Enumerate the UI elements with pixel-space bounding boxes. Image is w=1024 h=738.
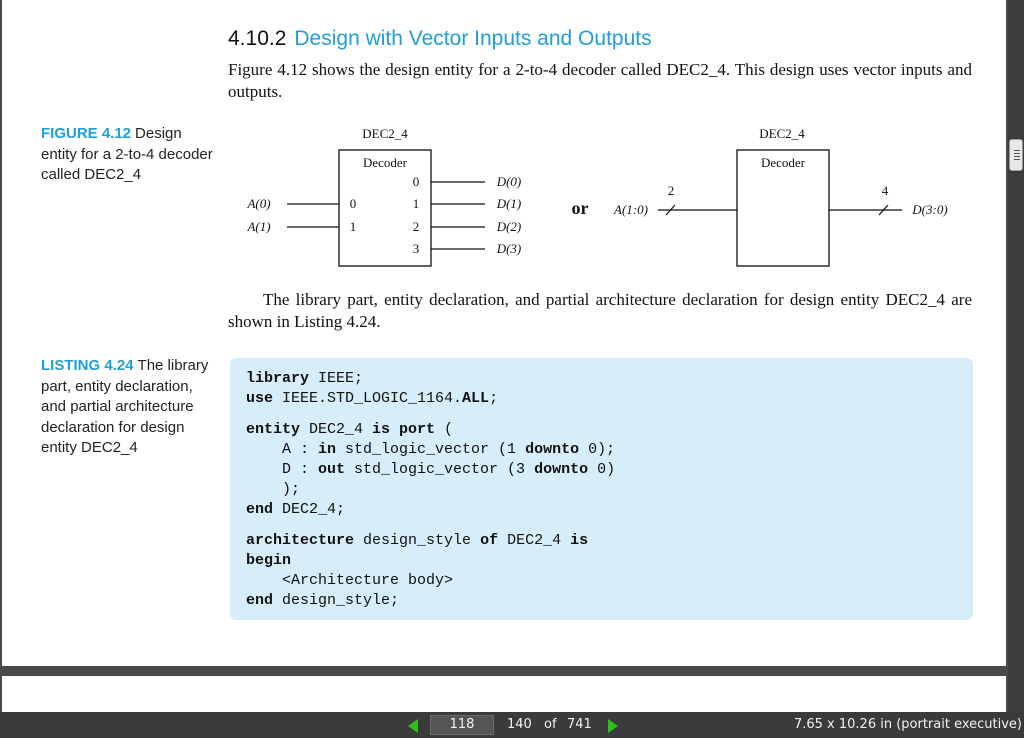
total-pages: 741 — [567, 717, 592, 732]
decoder-diagram: DEC2_4 Decoder A(0) A(1) 0 1 0 1 2 3 D(0… — [246, 126, 948, 267]
grip-line — [1014, 153, 1020, 154]
code-line: architecture design_style of DEC2_4 is — [246, 532, 589, 549]
code-listing: library IEEE; use IEEE.STD_LOGIC_1164.AL… — [230, 358, 973, 620]
grip-line — [1014, 156, 1020, 157]
bus-input-width: 2 — [668, 183, 675, 198]
grip-line — [1014, 159, 1020, 160]
bus-output-width: 4 — [882, 183, 889, 198]
listing-intro-paragraph: The library part, entity declaration, an… — [228, 290, 972, 331]
code-line: <Architecture body> — [246, 572, 454, 589]
bus-output-slash — [878, 204, 889, 216]
intro-paragraph: Figure 4.12 shows the design entity for … — [228, 60, 972, 101]
vertical-scrollbar[interactable] — [1008, 0, 1024, 712]
figure-label: FIGURE 4.12 — [41, 125, 132, 142]
status-bar: 118 140 of 741 7.65 x 10.26 in (portrait… — [0, 712, 1024, 738]
code-line: D : out std_logic_vector (3 downto 0) — [246, 461, 616, 478]
left-decoder-title: DEC2_4 — [362, 126, 408, 141]
document-viewer[interactable]: 4.10.2 Design with Vector Inputs and Outp… — [0, 0, 1024, 712]
output-label-d0: D(0) — [496, 174, 522, 189]
code-line: begin — [246, 552, 292, 569]
bus-input-label: A(1:0) — [613, 202, 648, 217]
input-label-a1: A(1) — [246, 219, 270, 234]
scroll-thumb[interactable] — [1009, 139, 1023, 171]
printed-page-number: 140 — [507, 717, 532, 732]
bus-input-slash — [665, 204, 676, 216]
bus-output-label: D(3:0) — [911, 202, 947, 217]
section-title: Design with Vector Inputs and Outputs — [294, 27, 652, 50]
right-decoder-box — [736, 149, 830, 267]
next-document-page — [2, 676, 1006, 712]
output-pin-1: 1 — [413, 196, 420, 211]
code-line: ); — [246, 481, 301, 498]
of-label: of — [544, 717, 557, 732]
input-pin-0: 0 — [350, 196, 357, 211]
output-label-d3: D(3) — [496, 241, 522, 256]
input-label-a0: A(0) — [246, 196, 270, 211]
listing-label: LISTING 4.24 — [41, 357, 134, 374]
listing-caption-text: The library part, entity declaration, an… — [41, 357, 209, 456]
left-decoder-label: Decoder — [363, 155, 408, 170]
code-line: end design_style; — [246, 592, 400, 609]
right-decoder-title: DEC2_4 — [759, 126, 805, 141]
current-page-input[interactable]: 118 — [430, 715, 494, 735]
code-line: entity DEC2_4 is port ( — [246, 421, 454, 438]
prev-page-icon[interactable] — [408, 719, 418, 733]
code-line: A : in std_logic_vector (1 downto 0); — [246, 441, 616, 458]
output-pin-0: 0 — [413, 174, 420, 189]
output-label-d1: D(1) — [496, 196, 522, 211]
document-page: 4.10.2 Design with Vector Inputs and Outp… — [2, 0, 1006, 666]
figure-caption-text: Design entity for a 2-to-4 decoder calle… — [41, 125, 213, 183]
code-line: use IEEE.STD_LOGIC_1164.ALL; — [246, 390, 499, 407]
code-line: library IEEE; — [246, 370, 364, 387]
left-decoder-box — [338, 149, 432, 267]
section-number: 4.10.2 — [228, 27, 287, 50]
page-size-info: 7.65 x 10.26 in (portrait executive) — [793, 717, 1022, 732]
output-pin-3: 3 — [413, 241, 420, 256]
right-decoder-label: Decoder — [761, 155, 806, 170]
section-heading: 4.10.2 Design with Vector Inputs and Outp… — [228, 27, 652, 51]
next-page-icon[interactable] — [608, 719, 618, 733]
output-pin-2: 2 — [413, 219, 420, 234]
output-label-d2: D(2) — [496, 219, 522, 234]
input-pin-1: 1 — [350, 219, 357, 234]
code-line: end DEC2_4; — [246, 501, 346, 518]
grip-line — [1014, 150, 1020, 151]
or-separator: or — [572, 198, 589, 218]
